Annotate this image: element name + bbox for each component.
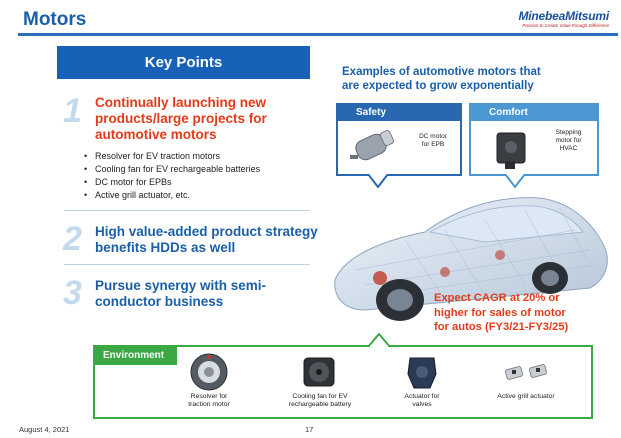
stepping-motor-icon: [496, 132, 526, 169]
grill-actuator-label: Active grill actuator: [497, 393, 555, 400]
resolver-icon: [190, 353, 228, 391]
comfort-item-label: Stepping motor for HVAC: [541, 129, 596, 152]
comfort-callout: Comfort Stepping motor for HVAC: [469, 103, 599, 176]
car-wireframe-illustration: [334, 197, 608, 321]
safety-item-line: DC motor: [419, 133, 447, 140]
title-underline: [18, 33, 618, 36]
logo-tagline: Passion to Create Value through Differen…: [522, 23, 609, 28]
comfort-item-line: motor for: [555, 136, 582, 144]
key-points-header: Key Points: [57, 46, 310, 79]
bullet-item: Cooling fan for EV rechargeable batterie…: [84, 163, 260, 176]
cooling-fan-label-line: Cooling fan for EV: [292, 393, 348, 400]
valve-actuator-label-line: Actuator for: [404, 393, 440, 400]
point-1-number: 1: [63, 92, 82, 130]
point-2-number: 2: [63, 220, 82, 258]
valve-actuator-label-line: valves: [412, 401, 432, 409]
grill-actuator-icon: [505, 364, 547, 380]
resolver-label: Resolver for traction motor: [174, 393, 244, 409]
safety-callout: Safety DC motor for EPB: [336, 103, 462, 176]
page-title: Motors: [23, 9, 87, 30]
bullet-item: Active grill actuator, etc.: [84, 189, 260, 202]
company-logo: MinebeaMitsumi Passion to Create Value t…: [518, 9, 609, 28]
cagr-statement: Expect CAGR at 20% or higher for sales o…: [434, 291, 568, 335]
safety-label: Safety: [338, 105, 462, 121]
environment-label: Environment: [95, 347, 177, 365]
safety-item-line: for EPB: [421, 140, 445, 148]
comfort-label: Comfort: [471, 105, 599, 121]
point-1-heading: Continually launching new products/large…: [95, 95, 267, 142]
resolver-label-line: Resolver for: [190, 393, 228, 400]
environment-pointer: [368, 333, 390, 347]
footer-date: August 4, 2021: [19, 425, 70, 434]
point-3-heading: Pursue synergy with semi-conductor busin…: [95, 278, 267, 309]
cagr-line: Expect CAGR at 20% or: [434, 292, 560, 304]
logo-brand: MinebeaMitsumi: [518, 9, 609, 23]
examples-heading-line: are expected to grow exponentially: [342, 80, 534, 93]
pointer-gap: [370, 345, 388, 348]
valve-actuator-label: Actuator for valves: [390, 393, 454, 409]
examples-heading-line: Examples of automotive motors that: [342, 66, 541, 78]
comfort-item-line: HVAC: [559, 144, 578, 152]
divider: [64, 210, 310, 211]
valve-actuator-icon: [407, 357, 437, 389]
cooling-fan-icon: [303, 357, 335, 387]
comfort-item-line: Stepping: [555, 129, 582, 136]
safety-item-label: DC motor for EPB: [408, 133, 458, 149]
page-number: 17: [305, 425, 314, 434]
comfort-pointer: [505, 174, 525, 188]
safety-pointer: [368, 174, 388, 188]
resolver-label-line: traction motor: [188, 401, 230, 409]
cagr-line: higher for sales of motor: [434, 306, 566, 319]
point-1-bullets: Resolver for EV traction motors Cooling …: [84, 150, 260, 202]
dc-motor-icon: [350, 130, 394, 161]
bullet-item: DC motor for EPBs: [84, 176, 260, 189]
point-2-heading: High value-added product strategy benefi…: [95, 224, 318, 255]
point-3-number: 3: [63, 274, 82, 312]
cooling-fan-label: Cooling fan for EV rechargeable battery: [275, 393, 365, 409]
cagr-line: for autos (FY3/21-FY3/25): [434, 321, 569, 334]
divider: [64, 264, 310, 265]
cooling-fan-label-line: rechargeable battery: [288, 401, 352, 409]
bullet-item: Resolver for EV traction motors: [84, 150, 260, 163]
examples-heading: Examples of automotive motors that are e…: [342, 65, 541, 94]
